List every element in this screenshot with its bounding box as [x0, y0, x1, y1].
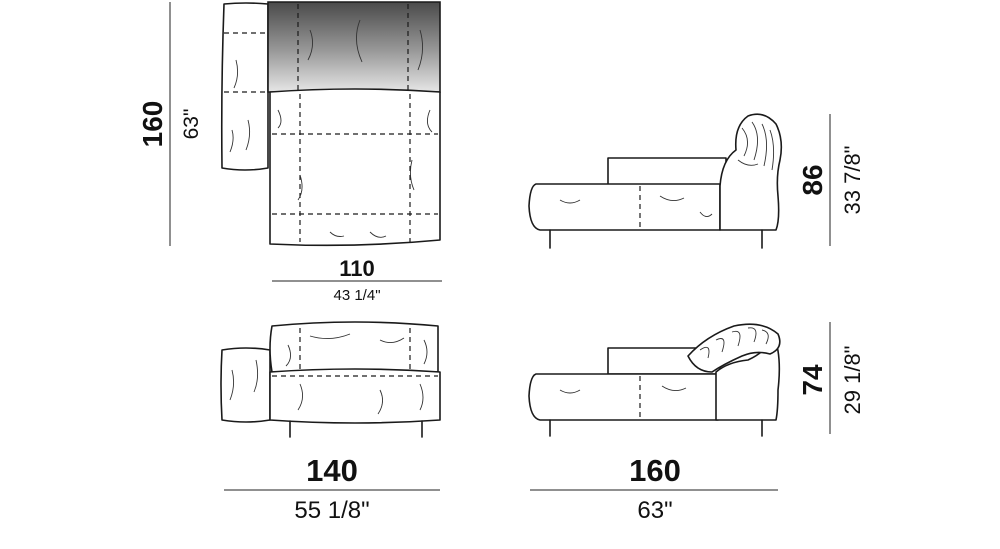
side-reclined-height-cm-label: 74 [797, 364, 828, 396]
side-upright-height-cm-label: 86 [797, 164, 828, 195]
top-width-cm-label: 110 [339, 256, 375, 281]
front-view-drawing [220, 321, 441, 438]
side-length-in-label: 63" [637, 497, 672, 524]
top-depth-cm-label: 160 [137, 101, 168, 148]
side-reclined-height-in-label: 29 1/8" [840, 346, 865, 415]
side-length-cm-label: 160 [629, 453, 681, 488]
side-view-reclined-drawing [528, 323, 781, 437]
front-width-in-label: 55 1/8" [294, 497, 369, 524]
front-width-cm-label: 140 [306, 453, 358, 488]
top-depth-in-label: 63" [180, 109, 203, 140]
side-view-upright-drawing [528, 113, 783, 249]
top-width-in-label: 43 1/4" [333, 287, 380, 304]
side-upright-height-in-label: 33 7/8" [840, 146, 865, 215]
top-view-drawing [220, 1, 441, 247]
